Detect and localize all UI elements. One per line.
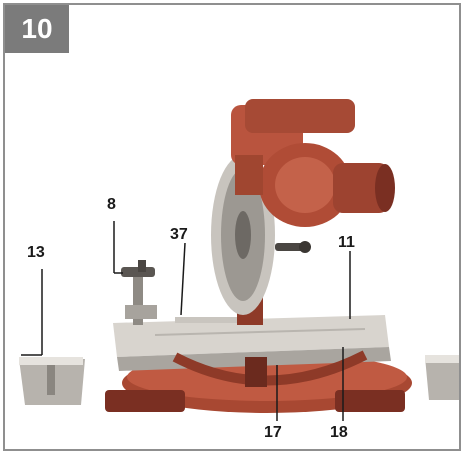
leader-lines: [21, 221, 351, 421]
callout-17: 17: [264, 424, 282, 441]
left-extension: [19, 357, 85, 405]
callout-13: 13: [27, 244, 45, 261]
callout-11: 11: [338, 234, 355, 251]
right-extension: [425, 355, 459, 400]
callout-37: 37: [170, 226, 188, 243]
clamp: [121, 260, 157, 325]
callout-18: 18: [330, 424, 348, 441]
figure-number-badge: 10: [5, 5, 69, 53]
callout-8: 8: [107, 196, 116, 213]
miter-saw-photo: [19, 99, 459, 421]
figure-frame: 10 8 37 13 11 17 18: [3, 3, 461, 451]
motor-housing: [231, 99, 395, 227]
